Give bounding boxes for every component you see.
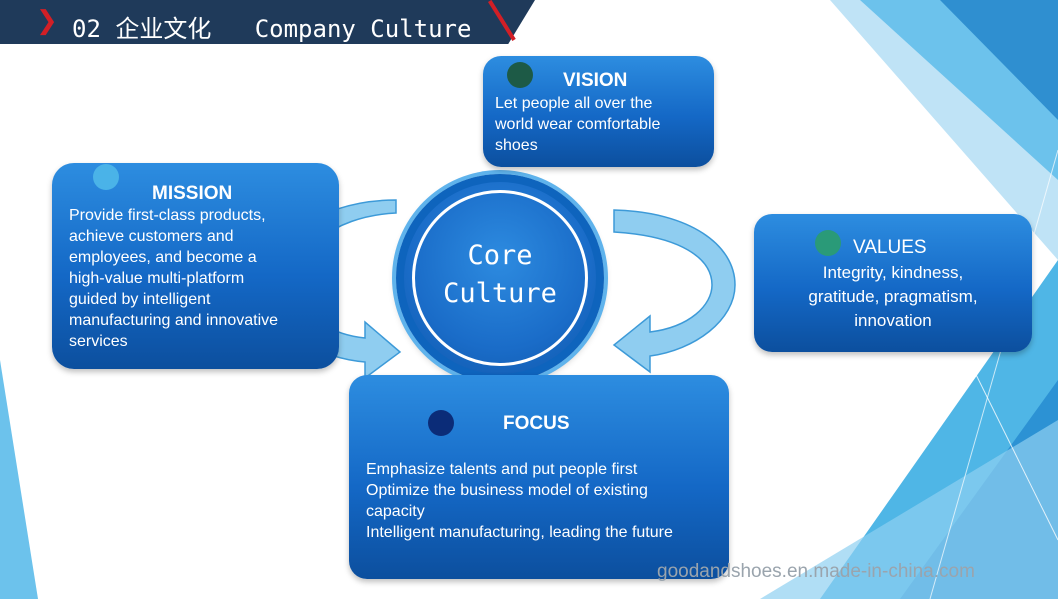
- values-line: Integrity, kindness,: [822, 263, 964, 282]
- values-card: VALUES Integrity, kindness, gratitude, p…: [754, 214, 1032, 352]
- bg-triangle-6: [760, 420, 1058, 599]
- mission-line: high-value multi-platform: [69, 270, 245, 287]
- vision-text: Let people all over the world wear comfo…: [495, 93, 660, 156]
- light-blue-dot: [93, 164, 119, 190]
- mission-line: employees, and become a: [69, 249, 257, 266]
- red-chevron-icon: ❯: [36, 6, 58, 36]
- vision-line: shoes: [495, 137, 538, 154]
- dark-green-dot: [507, 62, 533, 88]
- page-title: 02 企业文化 Company Culture: [72, 15, 472, 43]
- green-dot: [815, 230, 841, 256]
- vision-title: VISION: [563, 70, 628, 91]
- core-circle-ring: [412, 190, 588, 366]
- mission-line: Provide first-class products,: [69, 207, 266, 224]
- values-text: Integrity, kindness, gratitude, pragmati…: [754, 261, 1032, 333]
- focus-line: Intelligent manufacturing, leading the f…: [366, 524, 673, 541]
- focus-card: FOCUS Emphasize talents and put people f…: [349, 375, 729, 579]
- header-bar: [0, 0, 535, 44]
- focus-line: Optimize the business model of existing: [366, 482, 648, 499]
- bg-triangle-7: [0, 360, 38, 599]
- watermark-text: goodandshoes.en.made-in-china.com: [657, 561, 975, 582]
- core-label-line1: Core: [467, 240, 533, 271]
- mission-line: guided by intelligent: [69, 291, 211, 308]
- vision-line: world wear comfortable: [495, 116, 661, 133]
- values-title: VALUES: [853, 237, 927, 258]
- values-line: innovation: [854, 311, 932, 330]
- mission-line: achieve customers and: [69, 228, 234, 245]
- vision-card: VISION Let people all over the world wea…: [483, 56, 714, 167]
- mission-line: services: [69, 333, 128, 350]
- core-culture-circle: Core Culture: [396, 174, 604, 382]
- focus-line: capacity: [366, 503, 425, 520]
- focus-title: FOCUS: [503, 413, 570, 434]
- vision-line: Let people all over the: [495, 95, 653, 112]
- values-line: gratitude, pragmatism,: [808, 287, 978, 306]
- bg-triangle-3: [940, 0, 1058, 120]
- mission-card: MISSION Provide first-class products, ac…: [52, 163, 339, 369]
- mission-line: manufacturing and innovative: [69, 312, 279, 329]
- core-label-line2: Culture: [443, 278, 557, 309]
- focus-line: Emphasize talents and put people first: [366, 461, 638, 478]
- mission-title: MISSION: [152, 183, 233, 204]
- focus-text: Emphasize talents and put people first O…: [366, 459, 673, 543]
- mission-text: Provide first-class products, achieve cu…: [69, 205, 278, 352]
- navy-dot: [428, 410, 454, 436]
